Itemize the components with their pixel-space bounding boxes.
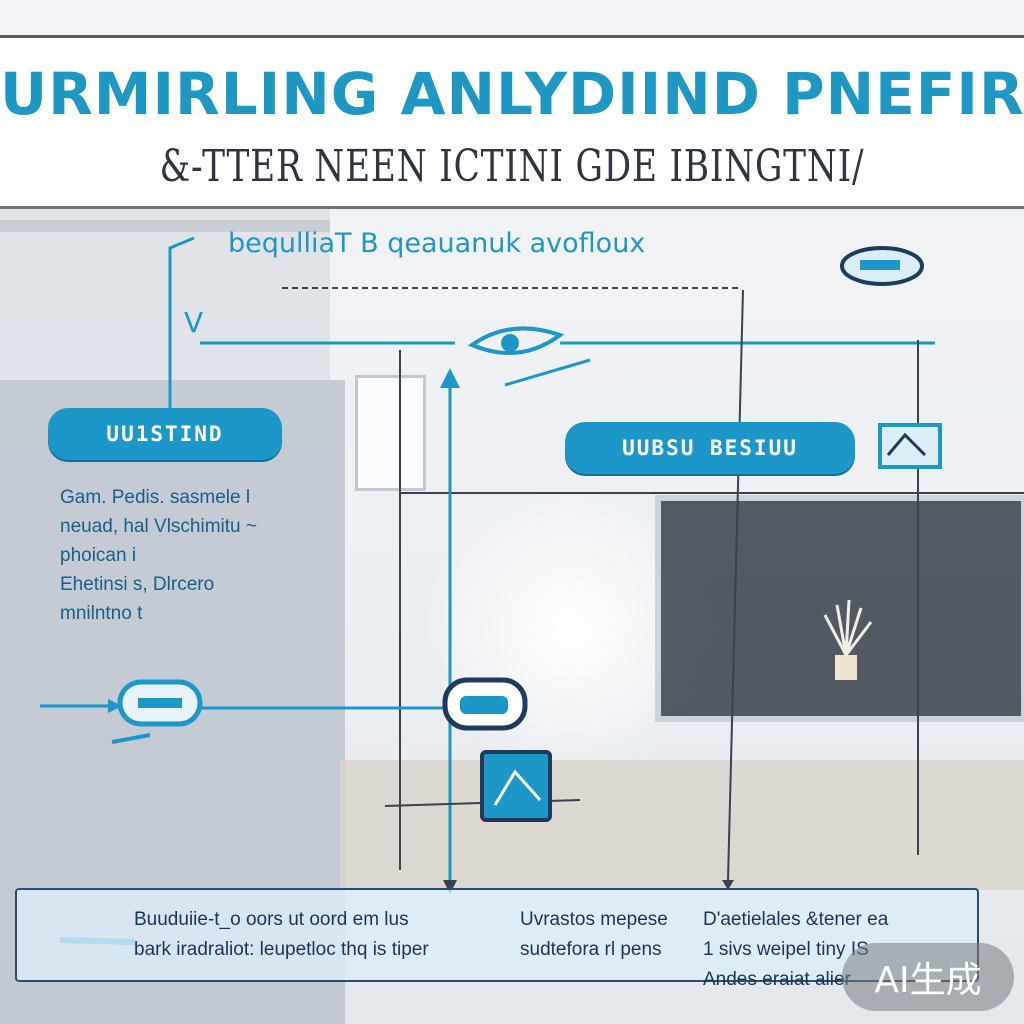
- page-subtitle: &-TTER NEEN ICTINI GDE IBINGTNI/: [159, 141, 865, 192]
- page-title: URMIRLING ANLYDIIND PNEFIRI!: [0, 60, 1024, 128]
- background-shelf: [0, 220, 330, 232]
- left-description-line: phoican i: [60, 545, 137, 566]
- footer-panel: [15, 888, 979, 982]
- footer-line: sudtefora rl pens: [520, 939, 662, 960]
- background-desk: [340, 760, 1024, 890]
- box-sketch-icon-right: [878, 423, 942, 469]
- eye-sketch-icon-top: [467, 326, 591, 387]
- section-heading: bequlliaT B qeauanuk avofloux: [228, 228, 646, 259]
- left-label-pill: UU1STIND: [48, 408, 282, 460]
- background-window: [355, 375, 426, 491]
- capsule-sketch-icon-center: [442, 677, 528, 731]
- capsule-sketch-icon-left: [111, 679, 203, 744]
- footer-line: Andes eraiat alier: [703, 969, 851, 990]
- right-vertical-line: [727, 289, 744, 881]
- footer-column-1: Buuduiie-t_o oors ut oord em lus bark ir…: [134, 905, 429, 965]
- footer-line: Uvrastos mepese: [520, 909, 668, 930]
- v-axis-label: V: [184, 306, 204, 339]
- left-description-line: Ehetinsi s, Dlrcero: [60, 574, 215, 595]
- footer-line: bark iradraliot: leupetloc thq is tiper: [134, 939, 429, 960]
- footer-column-2: Uvrastos mepese sudtefora rl pens: [520, 905, 668, 965]
- left-bracket-line: [168, 236, 195, 408]
- title-banner: [0, 35, 1024, 209]
- left-description-line: mnilntno t: [60, 603, 143, 624]
- footer-column-3: D'aetielales &tener ea 1 sivs weipel tin…: [703, 905, 888, 995]
- left-description-line: Gam. Pedis. sasmele l: [60, 487, 251, 508]
- left-description: Gam. Pedis. sasmele l neuad, hal Vlschim…: [60, 483, 300, 628]
- footer-line: D'aetielales &tener ea: [703, 909, 889, 930]
- ai-generated-badge: AI生成: [842, 943, 1014, 1011]
- left-description-line: neuad, hal Vlschimitu ~: [60, 516, 257, 537]
- disc-sketch-icon-top-right: [840, 246, 924, 286]
- footer-line: 1 sivs weipel tiny IS: [703, 939, 869, 960]
- background-plant: [823, 600, 873, 680]
- background-monitor: [655, 495, 1024, 722]
- frame-sketch-icon-center: [480, 750, 552, 822]
- right-label-pill: UUBSU BESIUU: [565, 422, 855, 474]
- footer-line: Buuduiie-t_o oors ut oord em lus: [134, 909, 409, 930]
